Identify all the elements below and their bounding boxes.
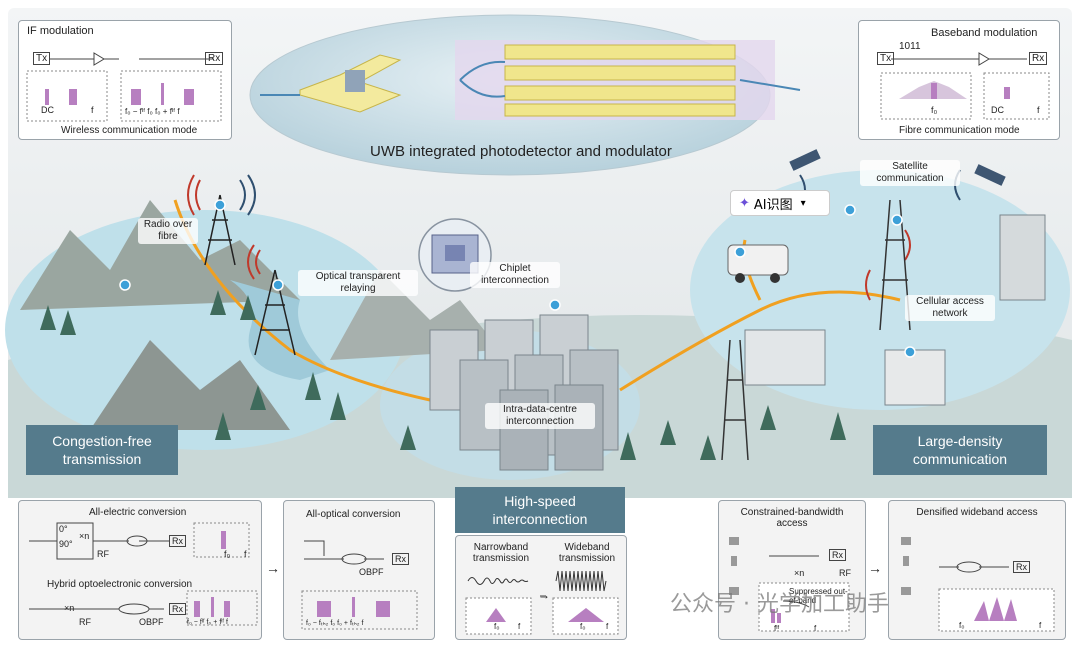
buildings (744, 214, 1046, 406)
label-radio-over-fibre: Radio over fibre (138, 218, 198, 244)
bb-panel-diagram (880, 52, 1050, 120)
f-label-electric: f (244, 549, 247, 559)
baseband-panel: Baseband modulation 1011 Tx Rx f₀ DC f F… (858, 20, 1060, 140)
satellites (789, 149, 1006, 186)
banner-large-density: Large-density communication (873, 425, 1047, 475)
if-dc-label: DC (41, 105, 54, 115)
signal-arcs (187, 174, 911, 301)
rx-box-densified: Rx (1013, 561, 1030, 573)
rf-label-constrained: RF (839, 568, 851, 578)
nodes (119, 199, 916, 358)
xn-label-hybrid: ×n (64, 603, 75, 613)
bb-panel-title: Baseband modulation (931, 27, 1038, 39)
hybrid-title: Hybrid optoelectronic conversion (47, 579, 193, 590)
banner-congestion-free: Congestion-free transmission (26, 425, 178, 475)
bb-caption: Fibre communication mode (899, 125, 1020, 136)
hybrid-freqs: f₀ − fᴵᶠ f₀ + fᴵᶠ f (187, 619, 228, 626)
nb-f0: f₀ (494, 622, 500, 631)
access-f-if: fᴵᶠ (774, 624, 780, 633)
constrained-panel: Constrained-bandwidth access Rx RF ×n Su… (718, 500, 866, 640)
densified-panel: Densified wideband access Rx f₀ f (888, 500, 1066, 640)
trees (40, 290, 846, 460)
bb-f: f (1037, 105, 1040, 115)
rf-label: RF (97, 549, 109, 559)
constrained-title: Constrained-bandwidth access (740, 507, 844, 529)
chip-illustration (260, 40, 801, 120)
chevron-down-icon: ▾ (800, 197, 806, 209)
ai-recognize-button[interactable]: ✦ AI识图 ▾ (730, 190, 830, 216)
if-panel-diagram (26, 52, 222, 122)
wideband-title: Wideband transmission (558, 542, 616, 564)
deg0-label: 0° (59, 524, 68, 534)
densified-title: Densified wideband access (916, 507, 1038, 518)
wb-f: f (606, 622, 609, 631)
dens-f: f (1039, 621, 1042, 630)
arrow-right-icon-access: → (868, 560, 882, 576)
all-optical-title: All-optical conversion (306, 509, 401, 520)
rf-label-hybrid: RF (79, 617, 91, 627)
rx-box-hybrid: Rx (169, 603, 186, 615)
rx-box-electric: Rx (169, 535, 186, 547)
narrowband-title: Narrowband transmission (472, 542, 530, 564)
front-mountain (90, 340, 290, 430)
xn-label: ×n (79, 531, 90, 541)
bandwidth-panel: Narrowband transmission Wideband transmi… (455, 535, 627, 640)
label-cellular: Cellular access network (905, 295, 995, 321)
banner-high-speed: High-speed interconnection (455, 487, 625, 533)
mountains (20, 200, 300, 310)
bb-rx-box: Rx (1029, 52, 1048, 65)
sparkle-icon: ✦ (739, 195, 750, 210)
label-optical-relaying: Optical transparent relaying (298, 270, 418, 296)
bb-dc: DC (991, 105, 1004, 115)
radio-tower (204, 194, 236, 266)
conversion-diagram (29, 522, 258, 626)
f0-label-electric: f₀ (224, 549, 231, 559)
obpf-label-optical: OBPF (359, 567, 384, 577)
deg90-label: 90° (59, 539, 73, 549)
cell-towers (721, 199, 911, 461)
if-modulation-panel: IF modulation Tx Rx DC f f₀ − fᴵᶠ f₀ f₀ … (18, 20, 232, 140)
label-satellite: Satellite communication (860, 160, 960, 186)
bb-f0: f₀ (931, 105, 938, 115)
rx-box-optical: Rx (392, 553, 409, 565)
if-panel-title: IF modulation (27, 25, 94, 37)
all-electric-title: All-electric conversion (89, 507, 187, 518)
bb-bits: 1011 (899, 41, 921, 52)
chip-title: UWB integrated photodetector and modulat… (370, 143, 672, 160)
nb-f: f (518, 622, 521, 631)
label-intra-dc: Intra-data-centre interconnection (485, 403, 595, 429)
if-f-label: f (91, 105, 94, 115)
if-caption: Wireless communication mode (61, 125, 198, 136)
suppressed-label: Suppressed out-of-band (789, 587, 848, 605)
label-chiplet: Chiplet interconnection (470, 262, 560, 288)
arrow-right-icon: → (266, 560, 280, 576)
constrained-diagram (729, 537, 850, 632)
access-f: f (814, 624, 817, 633)
bandwidth-diagram (465, 570, 619, 635)
arrow-right-icon-bw: → (538, 588, 550, 602)
relay-tower (254, 269, 296, 356)
conversion-panel: All-electric conversion Hybrid optoelect… (18, 500, 262, 640)
xn-label-constrained: ×n (794, 568, 805, 578)
ai-badge-label: AI识图 (753, 197, 793, 213)
all-optical-diagram (301, 540, 418, 630)
watermark: 公众号 · 光学加工助手 (670, 592, 889, 617)
all-optical-panel: All-optical conversion OBPF Rx f₀ − fₜₕ₂… (283, 500, 435, 640)
if-freq-labels: f₀ − fᴵᶠ f₀ f₀ + fᴵᶠ f (125, 107, 180, 116)
wb-f0: f₀ (580, 622, 586, 631)
rx-box-constrained: Rx (829, 549, 846, 561)
densified-diagram (901, 537, 1055, 632)
fibre-right (619, 290, 901, 392)
thz-freqs: f₀ − fₜₕ₂ f₀ f₀ + fₜₕ₂ f (306, 620, 364, 627)
obpf-label-hybrid: OBPF (139, 617, 164, 627)
dens-f0: f₀ (959, 621, 965, 630)
